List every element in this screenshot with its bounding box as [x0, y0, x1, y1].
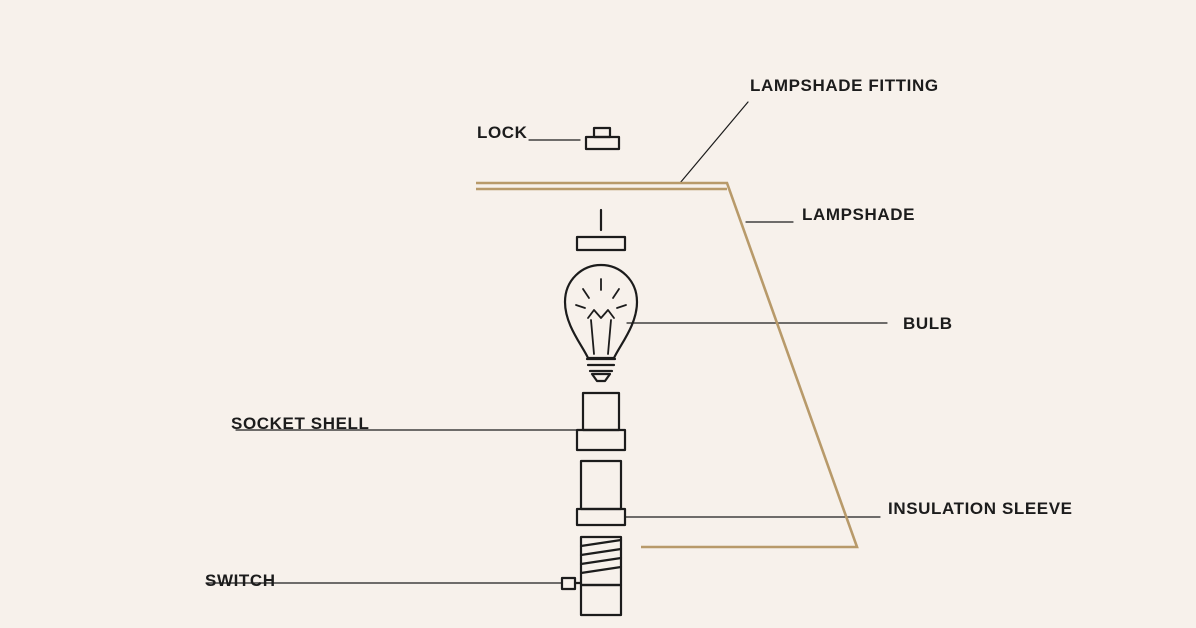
lampshade-fitting-label: LAMPSHADE FITTING [750, 76, 939, 95]
insulation-sleeve-part [575, 459, 627, 527]
lock-part [584, 126, 621, 151]
socket-shell-label: SOCKET SHELL [231, 414, 370, 433]
insulation-sleeve-label: INSULATION SLEEVE [888, 499, 1073, 518]
bulb-label: BULB [903, 314, 953, 333]
lock-label: LOCK [477, 123, 528, 142]
switch-part [560, 535, 623, 617]
switch-label: SWITCH [205, 571, 276, 590]
fitting-leader-line [679, 101, 749, 184]
bulb-icon [563, 263, 639, 383]
socket-shell-part [575, 391, 627, 452]
lampshade-outline [476, 181, 859, 549]
lampshade-label: LAMPSHADE [802, 205, 916, 224]
leader-lines [205, 101, 888, 584]
fitting-part [575, 208, 627, 252]
